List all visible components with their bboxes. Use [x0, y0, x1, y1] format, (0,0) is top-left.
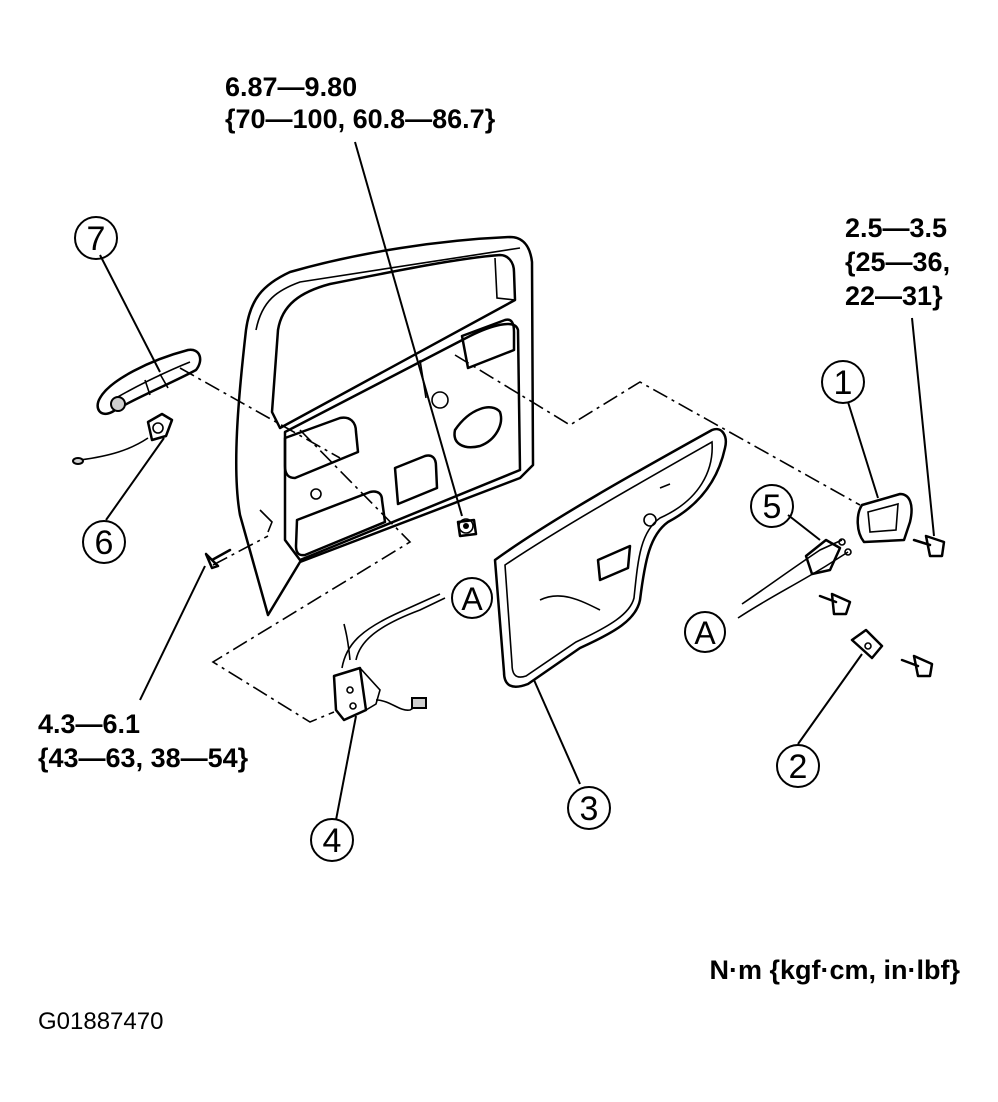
svg-text:3: 3 — [580, 790, 599, 828]
outer-handle-part — [96, 348, 202, 415]
torque-right-line3: 22—31} — [845, 281, 943, 311]
door-frame — [234, 235, 535, 617]
torque-left-line1: 4.3—6.1 — [38, 709, 140, 739]
svg-text:A: A — [694, 615, 716, 651]
callout-2: 2 — [776, 744, 820, 788]
torque-right-line1: 2.5—3.5 — [845, 213, 947, 243]
connection-label-a-left: A — [451, 577, 493, 619]
torque-right-line2: {25—36, — [845, 247, 950, 277]
svg-text:6: 6 — [95, 524, 114, 562]
connection-label-a-right: A — [684, 611, 726, 653]
screw-right — [912, 534, 946, 558]
svg-text:1: 1 — [834, 364, 853, 402]
callout-3: 3 — [567, 786, 611, 830]
torque-left-line2: {43—63, 38—54} — [38, 743, 249, 773]
inner-handle-part — [856, 492, 913, 544]
torque-top-line2: {70—100, 60.8—86.7} — [225, 104, 496, 134]
alignment-lines — [179, 354, 861, 723]
bracket-part — [850, 628, 884, 660]
callout-7: 7 — [74, 216, 118, 260]
leader-lines — [99, 141, 935, 821]
callout-4: 4 — [310, 818, 354, 862]
torque-spec-left: 4.3—6.1 {43—63, 38—54} — [38, 709, 249, 773]
svg-text:2: 2 — [789, 748, 808, 786]
nut-center — [456, 518, 478, 538]
svg-text:7: 7 — [87, 220, 106, 258]
torque-spec-right: 2.5—3.5 {25—36, 22—31} — [845, 213, 950, 311]
screw-lower — [900, 654, 934, 678]
inner-handle-rods-part — [737, 538, 852, 619]
svg-text:A: A — [461, 581, 483, 617]
figure-code: G01887470 — [38, 1008, 163, 1035]
svg-text:5: 5 — [763, 488, 782, 526]
torque-spec-top: 6.87—9.80 {70—100, 60.8—86.7} — [225, 72, 496, 134]
callout-5: 5 — [750, 484, 794, 528]
callout-1: 1 — [821, 360, 865, 404]
callout-6: 6 — [82, 520, 126, 564]
lock-actuator-part — [332, 593, 446, 722]
svg-text:4: 4 — [323, 822, 342, 860]
fasteners — [204, 518, 946, 678]
screw-middle — [818, 592, 852, 616]
units-label: N·m {kgf·cm, in·lbf} — [709, 955, 960, 985]
clip-left — [204, 548, 232, 570]
torque-top-line1: 6.87—9.80 — [225, 72, 357, 102]
key-cylinder-part — [72, 412, 174, 465]
watershield-part — [493, 427, 727, 688]
